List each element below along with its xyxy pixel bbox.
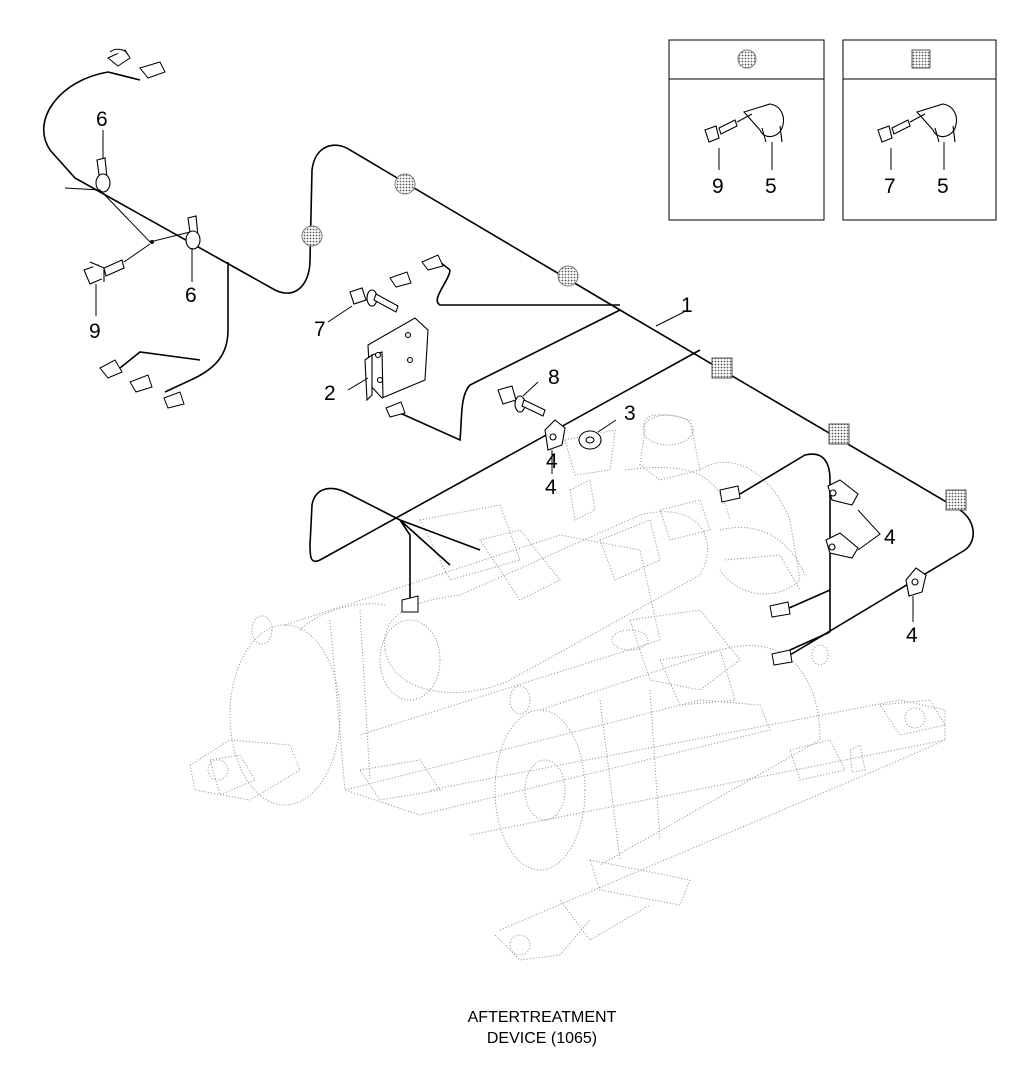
caption: AFTERTREATMENT DEVICE (1065): [468, 1009, 617, 1047]
wiring-harness: [43, 71, 974, 659]
bolt-8: [497, 385, 546, 417]
legend-callout-5: 5: [937, 175, 949, 198]
legend-square-box: 7 5: [842, 39, 997, 221]
connectors: [99, 48, 793, 666]
dotted-square-icon: [911, 49, 931, 69]
callout-4: 4: [906, 624, 918, 647]
bracket-2: [364, 317, 429, 402]
tab-bracket-4: [905, 567, 927, 597]
legend-callout-7: 7: [884, 175, 896, 198]
callout-1: 1: [681, 294, 693, 317]
p-clip-6-lower: [185, 215, 201, 250]
callout-6: 6: [185, 284, 197, 307]
aftertreatment-device-ghost: [189, 414, 946, 961]
nut-3: [578, 430, 602, 450]
tab-bracket-4: [827, 479, 859, 506]
p-clip-6-upper: [95, 157, 111, 193]
dotted-circle-icon: [737, 49, 757, 69]
bolt-7: [349, 287, 399, 313]
legend-callout-9: 9: [712, 175, 724, 198]
round-clip-marker: [557, 265, 579, 287]
callout-3: 3: [624, 402, 636, 425]
clip-markers: [301, 173, 967, 511]
tab-bracket-4: [544, 419, 566, 451]
callout-6: 6: [96, 108, 108, 131]
square-clip-marker: [828, 423, 850, 445]
legend-callout-5: 5: [765, 175, 777, 198]
caption-line-2: DEVICE (1065): [487, 1030, 597, 1047]
square-clip-marker: [945, 489, 967, 511]
callout-9: 9: [89, 320, 101, 343]
callout-8: 8: [548, 366, 560, 389]
callout-leaders: [95, 130, 914, 622]
callout-7: 7: [314, 318, 326, 341]
callout-2: 2: [324, 382, 336, 405]
bolt-9: [83, 259, 125, 285]
round-clip-marker: [394, 173, 416, 195]
callout-labels: 1 2 3 4 4 4 4 6 6 7 8 9: [89, 108, 918, 647]
round-clip-marker: [301, 225, 323, 247]
callout-4: 4: [884, 526, 896, 549]
caption-line-1: AFTERTREATMENT: [468, 1009, 617, 1026]
legend-circle-box: 9 5: [668, 39, 825, 221]
tab-bracket-4: [825, 532, 859, 559]
square-clip-marker: [711, 357, 733, 379]
callout-4: 4: [545, 476, 557, 499]
callout-4: 4: [546, 450, 558, 473]
